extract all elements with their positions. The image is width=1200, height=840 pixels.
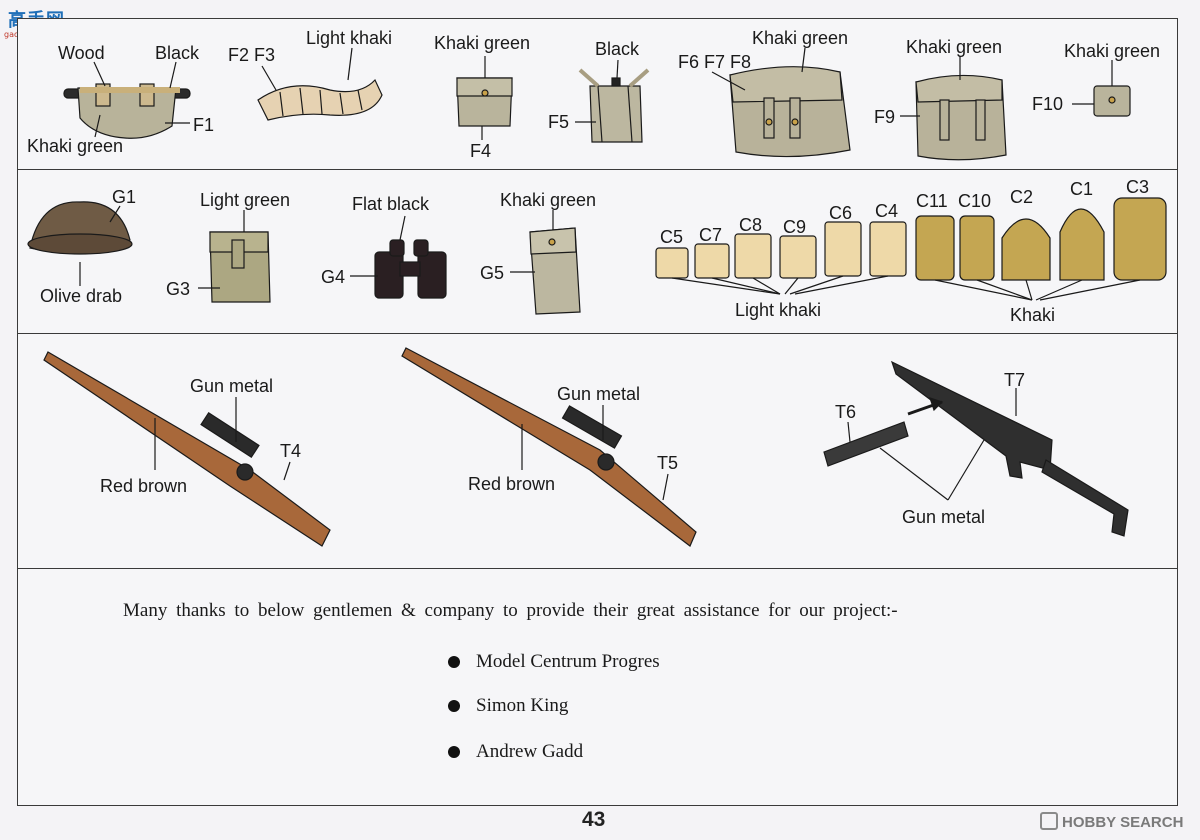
- part-f1-illustration: [63, 83, 191, 139]
- label-c4: C4: [875, 201, 899, 221]
- label-g3: G3: [166, 279, 191, 299]
- label-red-brown-t4: Red brown: [100, 476, 188, 496]
- label-c5: C5: [660, 227, 684, 247]
- part-c-khaki-illustrations: [915, 197, 1167, 281]
- label-black-f5: Black: [595, 39, 640, 59]
- label-red-brown-t5: Red brown: [468, 474, 556, 494]
- khaki-leader-lines: [934, 279, 1141, 301]
- label-khaki-green-g5: Khaki green: [500, 190, 597, 210]
- part-g1-illustration: [27, 201, 133, 255]
- label-f5: F5: [548, 112, 570, 132]
- label-khaki-green-f4: Khaki green: [434, 33, 531, 53]
- credit-name: Model Centrum Progres: [476, 651, 660, 672]
- part-g4-illustration: [374, 239, 447, 299]
- label-gun-metal-t5: Gun metal: [557, 384, 641, 404]
- credit-item: Simon King: [448, 695, 568, 717]
- hobby-search-logo-icon: [1040, 812, 1058, 830]
- credit-item: Andrew Gadd: [448, 741, 583, 763]
- label-gun-metal-t4: Gun metal: [190, 376, 274, 396]
- bullet-icon: [448, 700, 460, 712]
- label-g5: G5: [480, 263, 505, 283]
- part-f10-illustration: [1093, 85, 1131, 117]
- label-olive-drab: Olive drab: [40, 286, 123, 306]
- label-f1: F1: [193, 115, 215, 135]
- bullet-icon: [448, 656, 460, 668]
- light-khaki-leader-lines: [671, 275, 889, 295]
- watermark-brand: HOBBY SEARCH: [1062, 814, 1184, 831]
- label-c7: C7: [699, 225, 723, 245]
- credit-name: Andrew Gadd: [476, 741, 584, 762]
- label-c10: C10: [958, 191, 992, 211]
- label-light-khaki-group: Light khaki: [735, 300, 822, 320]
- part-g3-illustration: [209, 231, 271, 303]
- watermark-hobby-search: HOBBY SEARCH: [1040, 812, 1183, 831]
- credit-name: Simon King: [476, 695, 569, 716]
- panel-acknowledgements: [17, 568, 1178, 806]
- label-f9: F9: [874, 107, 896, 127]
- label-f2-f3: F2 F3: [228, 45, 276, 65]
- part-t6-illustration: [823, 421, 909, 467]
- label-f10: F10: [1032, 94, 1064, 114]
- label-g4: G4: [321, 267, 346, 287]
- bullet-icon: [448, 746, 460, 758]
- label-khaki-green-f10: Khaki green: [1064, 41, 1161, 61]
- part-t4-illustration: [43, 351, 331, 547]
- label-khaki-green-f9: Khaki green: [906, 37, 1003, 57]
- page-number: 43: [582, 808, 606, 831]
- credit-item: Model Centrum Progres: [448, 651, 660, 673]
- part-c-light-khaki-illustrations: [655, 221, 907, 279]
- label-gun-metal-t6-t7: Gun metal: [902, 507, 986, 527]
- label-wood: Wood: [58, 43, 105, 63]
- label-c11: C11: [916, 191, 948, 211]
- label-t5: T5: [657, 453, 679, 473]
- label-light-green: Light green: [200, 190, 291, 210]
- label-f4: F4: [470, 141, 492, 161]
- label-c6: C6: [829, 203, 853, 223]
- label-c1: C1: [1070, 179, 1094, 199]
- part-t5-illustration: [401, 347, 697, 547]
- part-f2-f3-illustration: [257, 78, 383, 121]
- label-c8: C8: [739, 215, 763, 235]
- label-khaki-green-f1: Khaki green: [27, 136, 124, 156]
- part-g5-illustration: [529, 227, 581, 315]
- label-c3: C3: [1126, 177, 1150, 197]
- label-t6: T6: [835, 402, 857, 422]
- label-flat-black: Flat black: [352, 194, 430, 214]
- acknowledgement-intro: Many thanks to below gentlemen & company…: [123, 600, 898, 621]
- label-c2: C2: [1010, 187, 1034, 207]
- part-f9-illustration: [915, 74, 1007, 161]
- label-t4: T4: [280, 441, 302, 461]
- label-t7: T7: [1004, 370, 1026, 390]
- label-g1: G1: [112, 187, 137, 207]
- label-light-khaki-f2: Light khaki: [306, 28, 393, 48]
- label-khaki-group: Khaki: [1010, 305, 1056, 325]
- label-f6-f7-f8: F6 F7 F8: [678, 52, 752, 72]
- label-khaki-green-f6: Khaki green: [752, 28, 849, 48]
- part-f6-f8-illustration: [729, 66, 851, 158]
- label-c9: C9: [783, 217, 807, 237]
- label-black-f1: Black: [155, 43, 200, 63]
- part-f4-illustration: [456, 77, 513, 127]
- part-f5-illustration: [578, 68, 650, 143]
